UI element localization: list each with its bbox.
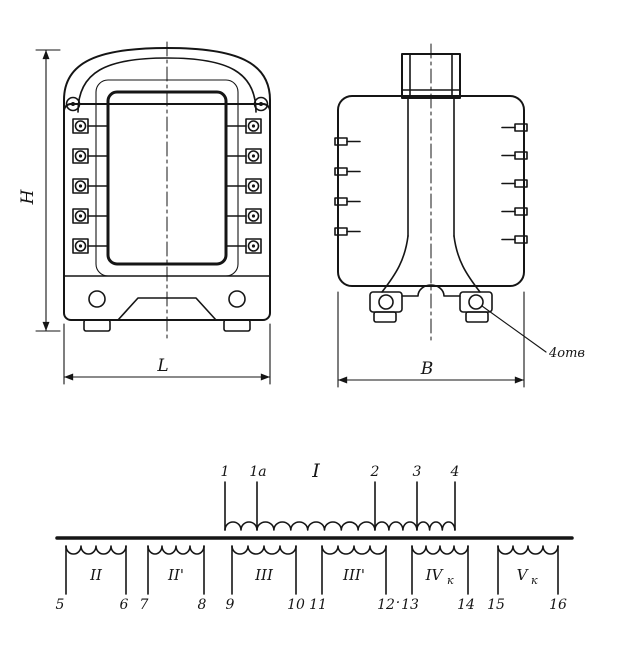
terminal-number-label: 8 <box>198 597 207 613</box>
dimension-h: H <box>18 49 61 332</box>
winding-v-k-subscript: к <box>531 574 538 587</box>
separator-dot: · <box>396 595 400 611</box>
winding-iv-k-label: IV <box>425 566 445 584</box>
terminal-number-label: 16 <box>549 597 567 613</box>
terminal-number-label: 12 <box>377 597 395 613</box>
dim-b-label: B <box>420 359 434 379</box>
side-body <box>337 53 525 323</box>
terminal-number-label: 5 <box>56 597 65 613</box>
tap-label-0: 1 <box>221 464 230 480</box>
winding-v-k: V к 15 16 <box>487 545 567 613</box>
holes-note-label: 4отв <box>548 346 585 361</box>
side-view <box>334 43 528 345</box>
terminal-number-label: 14 <box>457 597 475 613</box>
dim-l-label: L <box>156 356 168 376</box>
winding-iii-label: III <box>254 566 274 584</box>
winding-iv-k-subscript: к <box>447 574 454 587</box>
winding-ii-prime: II' 7 8 <box>140 545 207 613</box>
dim-h-label: H <box>18 188 38 205</box>
front-body <box>63 103 271 332</box>
winding-iii-prime: III' 11 12 <box>309 545 395 613</box>
terminal-number-label: 11 <box>309 597 327 613</box>
tap-label-1: 1a <box>249 464 266 480</box>
winding-ii-label: II <box>89 566 103 584</box>
dimension-l: L <box>63 323 271 385</box>
winding-v-k-label: V <box>517 566 530 584</box>
winding-schematic: 1 1a 2 3 4 I II 5 6 II' 7 8 III <box>55 460 574 613</box>
front-view <box>63 41 271 343</box>
coil-window <box>95 79 239 277</box>
terminal-number-label: 6 <box>120 597 129 613</box>
winding-iii: III 9 10 <box>226 545 305 613</box>
primary-winding: 1 1a 2 3 4 I <box>221 460 460 531</box>
winding-iv-k: IV к 13 14 <box>401 545 475 613</box>
dimension-b: B <box>337 291 525 388</box>
terminal-number-label: 15 <box>487 597 505 613</box>
holes-callout: 4отв <box>481 305 585 361</box>
winding-iii-prime-label: III' <box>342 566 365 584</box>
terminal-number-label: 10 <box>287 597 305 613</box>
terminal-number-label: 13 <box>401 597 419 613</box>
tap-label-2: 2 <box>370 464 380 480</box>
front-terminals-left <box>72 118 108 254</box>
tap-label-4: 4 <box>450 464 460 480</box>
winding-ii: II 5 6 <box>56 545 129 613</box>
winding-ii-prime-label: II' <box>167 566 184 584</box>
terminal-number-label: 7 <box>140 597 149 613</box>
terminal-number-label: 9 <box>226 597 235 613</box>
primary-winding-label: I <box>311 460 320 482</box>
tap-label-3: 3 <box>413 464 422 480</box>
front-terminals-right <box>226 118 262 254</box>
side-terminal-stubs-left <box>334 137 361 236</box>
side-terminal-stubs-right <box>501 123 528 244</box>
